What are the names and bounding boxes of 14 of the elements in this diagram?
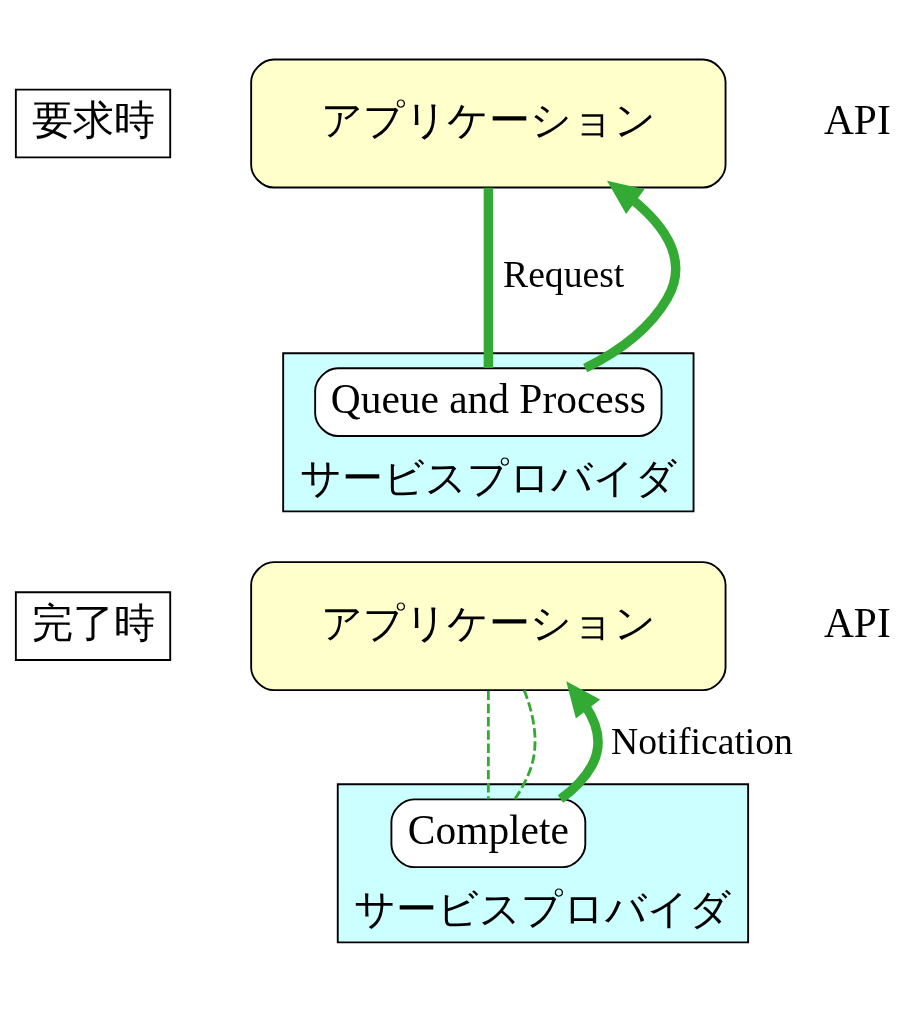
node-box: Queue and Process	[314, 366, 663, 437]
arrow	[557, 680, 603, 803]
node-box: 完了時	[14, 590, 172, 661]
arrow	[583, 180, 681, 372]
edge-label: Request	[503, 252, 625, 295]
edge-label: Notification	[611, 719, 793, 762]
node-box: 要求時	[14, 88, 172, 158]
connector	[486, 690, 490, 799]
node-box: アプリケーション	[250, 58, 727, 188]
connector	[483, 187, 494, 368]
label: API	[823, 599, 891, 646]
node-box: Complete	[390, 797, 587, 868]
node-box: アプリケーション	[250, 560, 727, 691]
label: API	[823, 96, 891, 143]
